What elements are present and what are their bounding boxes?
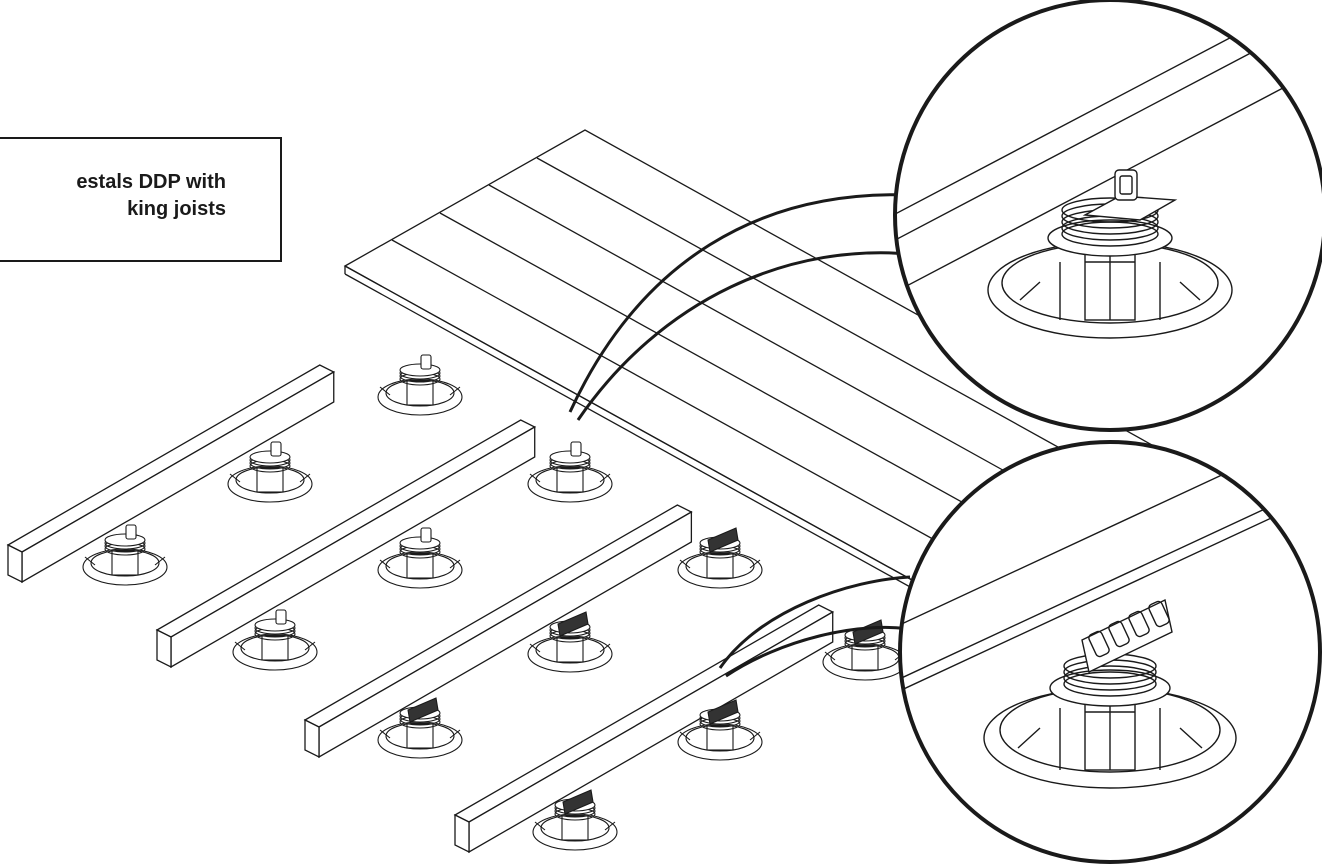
pedestals: [82, 354, 908, 851]
detail-callout-top: [893, 0, 1322, 432]
head-tab-icon: [1114, 169, 1138, 201]
caption-text: estals DDP with king joists: [0, 169, 226, 223]
pedestal-with-tab-icon: [227, 441, 313, 503]
joist: [155, 419, 537, 669]
callout-connectors: [568, 193, 921, 678]
pedestal-with-clip-icon: [377, 697, 463, 759]
pedestal-with-clip-icon: [677, 699, 763, 761]
pedestal-with-clip-icon: [527, 611, 613, 673]
pedestal-with-tab-icon: [377, 527, 463, 589]
pedestal-with-tab-icon: [377, 354, 463, 416]
tab-pad-icon: [1082, 195, 1178, 221]
pedestal-with-clip-icon: [532, 789, 618, 851]
caption-line-1: estals DDP with: [76, 171, 226, 193]
joist: [453, 604, 835, 854]
pedestal-with-tab-icon: [232, 609, 318, 671]
joist: [303, 504, 693, 759]
joists: [6, 364, 835, 854]
joist: [6, 364, 336, 584]
caption-box: estals DDP with king joists: [0, 137, 282, 262]
pedestal-with-tab-icon: [82, 524, 168, 586]
pedestal-with-clip-icon: [677, 527, 763, 589]
pedestal-with-tab-icon: [527, 441, 613, 503]
caption-line-2: king joists: [127, 198, 226, 220]
deck-boards: [343, 129, 1172, 599]
detail-callout-bottom: [898, 440, 1322, 864]
